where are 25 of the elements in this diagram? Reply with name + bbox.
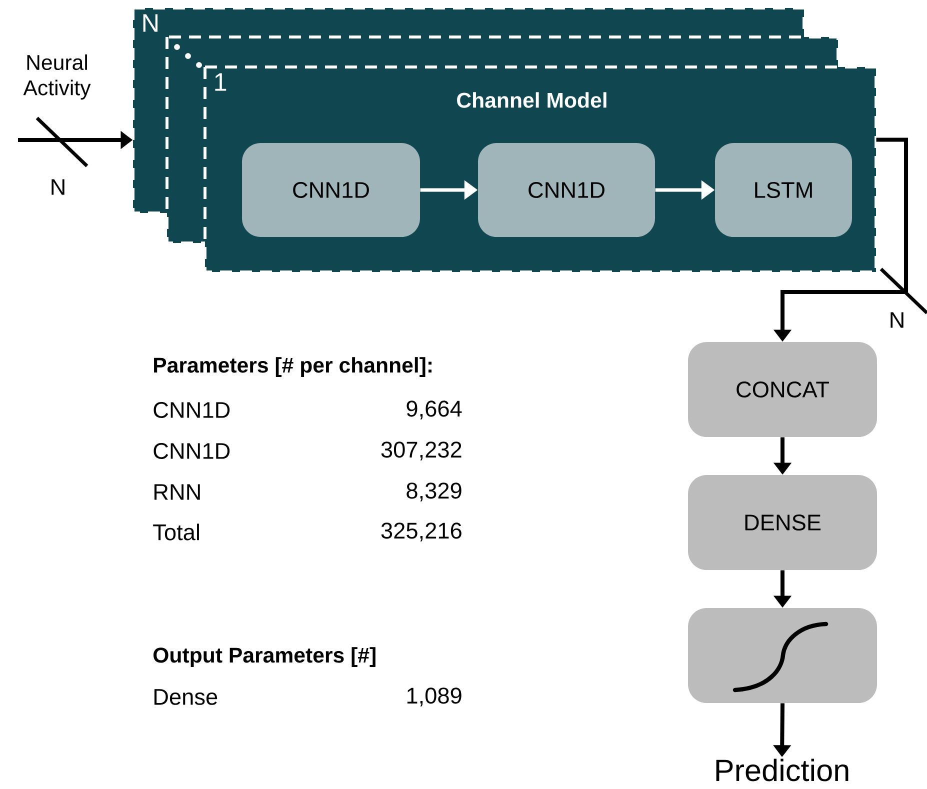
layer-box: CONCAT (688, 342, 877, 437)
table-cell: Total (153, 524, 199, 540)
table-cell: 8,329 (406, 482, 462, 502)
bus-width-label: N (890, 312, 904, 328)
table-heading: Output Parameters [#] (153, 647, 376, 667)
table-cell: 307,232 (381, 442, 462, 460)
layer-box: LSTM (715, 143, 852, 237)
table-cell: CNN1D (154, 442, 230, 460)
layer-box: CNN1D (478, 143, 655, 237)
table-cell: Dense (154, 689, 218, 705)
table-cell: 1,089 (407, 688, 462, 706)
edge-label: Neural Activity (23, 54, 91, 100)
bus-width-label: N (52, 179, 64, 195)
stack-count: N (143, 14, 158, 32)
activation-box (688, 608, 877, 703)
table-heading: Parameters [# per channel]: (154, 357, 432, 377)
output-text: Prediction (716, 758, 848, 782)
layer-box: DENSE (688, 475, 877, 570)
layer-box: CNN1D (242, 143, 420, 237)
panel-title: Channel Model (457, 92, 606, 108)
table-cell: RNN (154, 484, 200, 500)
table-cell: 9,664 (406, 400, 462, 420)
channel-index: 1 (215, 73, 226, 91)
table-cell: 325,216 (381, 522, 462, 542)
table-cell: CNN1D (154, 402, 230, 418)
